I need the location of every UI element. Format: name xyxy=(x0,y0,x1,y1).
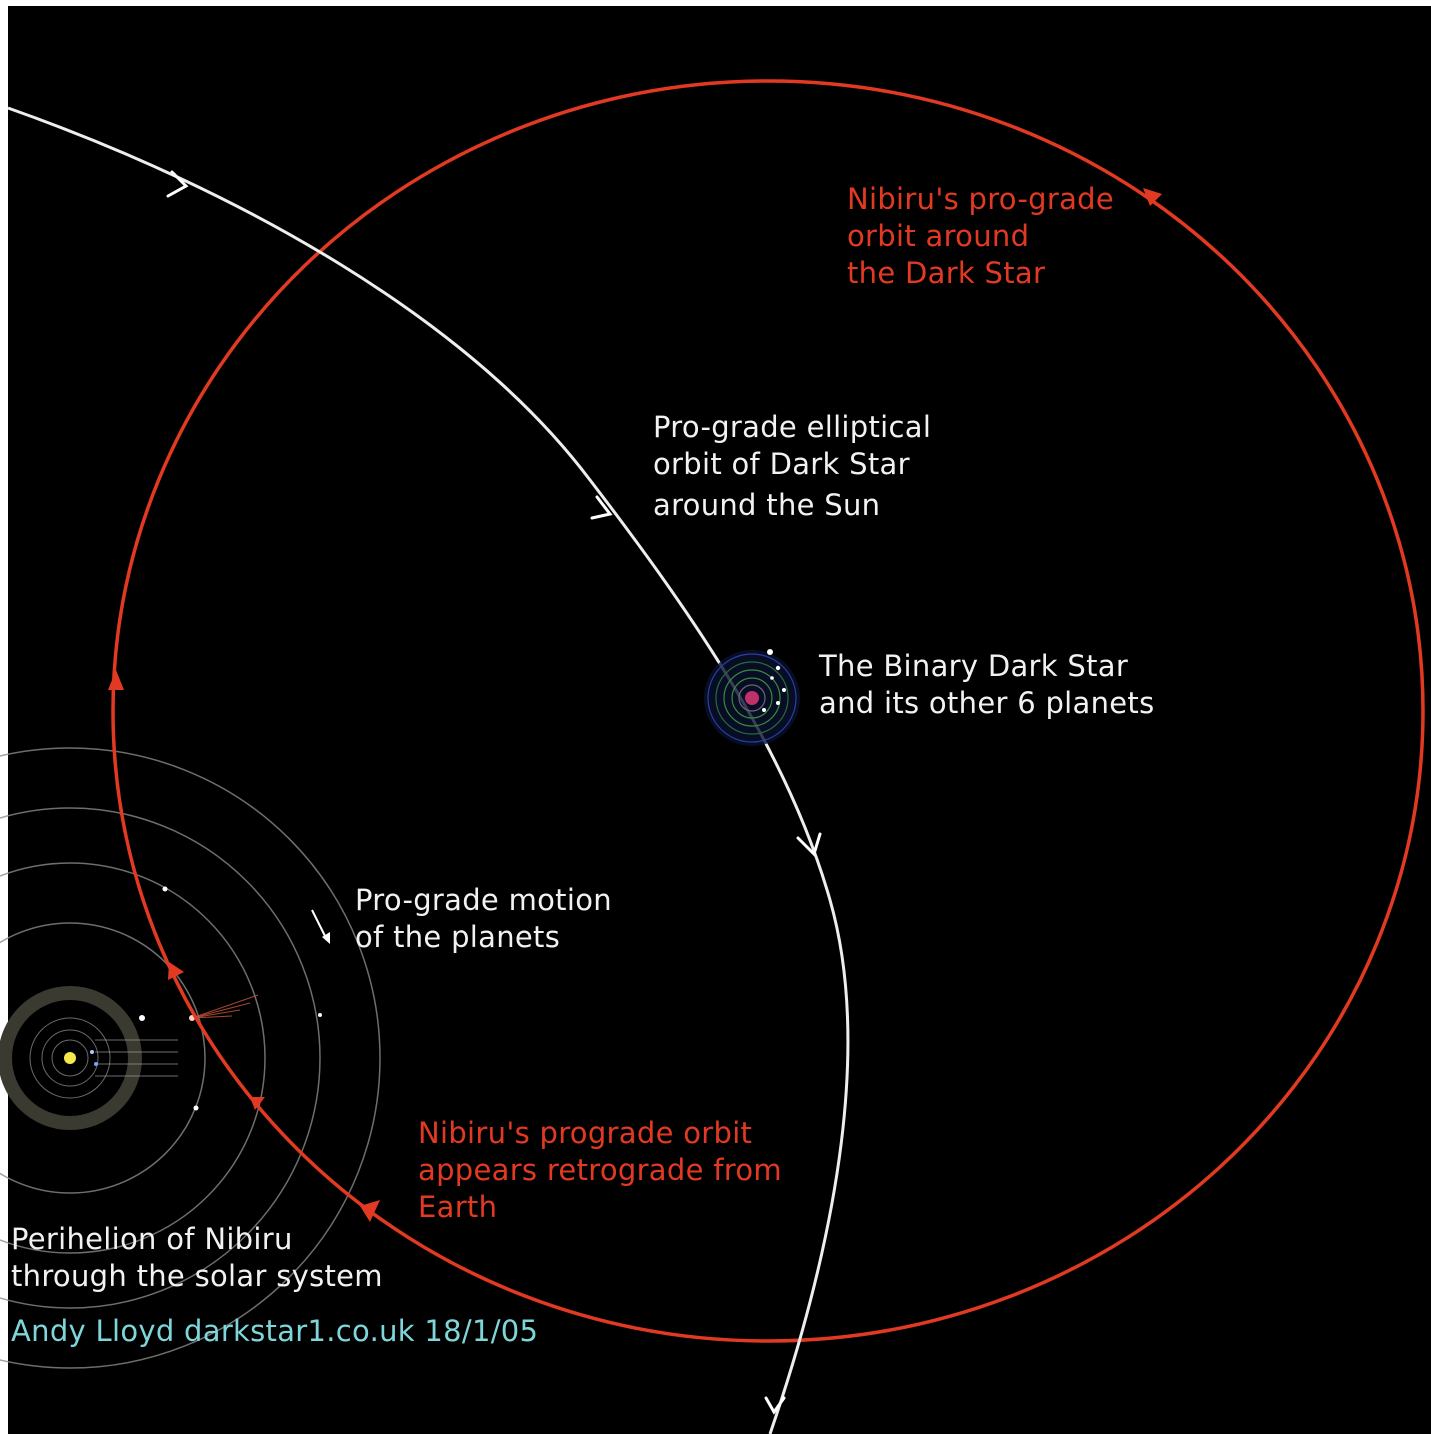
asteroid-belt xyxy=(0,986,142,1130)
binary-dark-star-label: The Binary Dark Star and its other 6 pla… xyxy=(819,649,1155,720)
planet xyxy=(162,886,168,892)
perihelion-label: Perihelion of Nibiru through the solar s… xyxy=(11,1222,383,1293)
planet xyxy=(94,1062,98,1066)
planet xyxy=(139,1015,145,1021)
orbit-ring xyxy=(0,862,266,1254)
nibiru-dark-star-orbit-label: Nibiru's pro-grade orbit around the Dark… xyxy=(847,182,1115,290)
outer-orbit-ring xyxy=(0,747,381,1369)
dark-star-orbit-label: Pro-grade elliptical orbit of Dark Star … xyxy=(653,410,932,522)
planet xyxy=(318,1013,322,1017)
binary-dark-star xyxy=(704,649,800,746)
retrograde-note-label: Nibiru's prograde orbit appears retrogra… xyxy=(418,1116,782,1224)
planet xyxy=(90,1050,94,1054)
credit-label: Andy Lloyd darkstar1.co.uk 18/1/05 xyxy=(11,1314,539,1348)
planet-motion-label: Pro-grade motion of the planets xyxy=(355,883,612,954)
planet xyxy=(193,1105,199,1111)
nibiru-orbit xyxy=(108,79,1425,1343)
sun xyxy=(64,1052,76,1064)
orbit-ring xyxy=(0,807,321,1309)
pro-grade-motion-arrow-icon xyxy=(311,909,330,944)
solar-system xyxy=(0,747,381,1369)
orbit-ring xyxy=(0,922,206,1194)
